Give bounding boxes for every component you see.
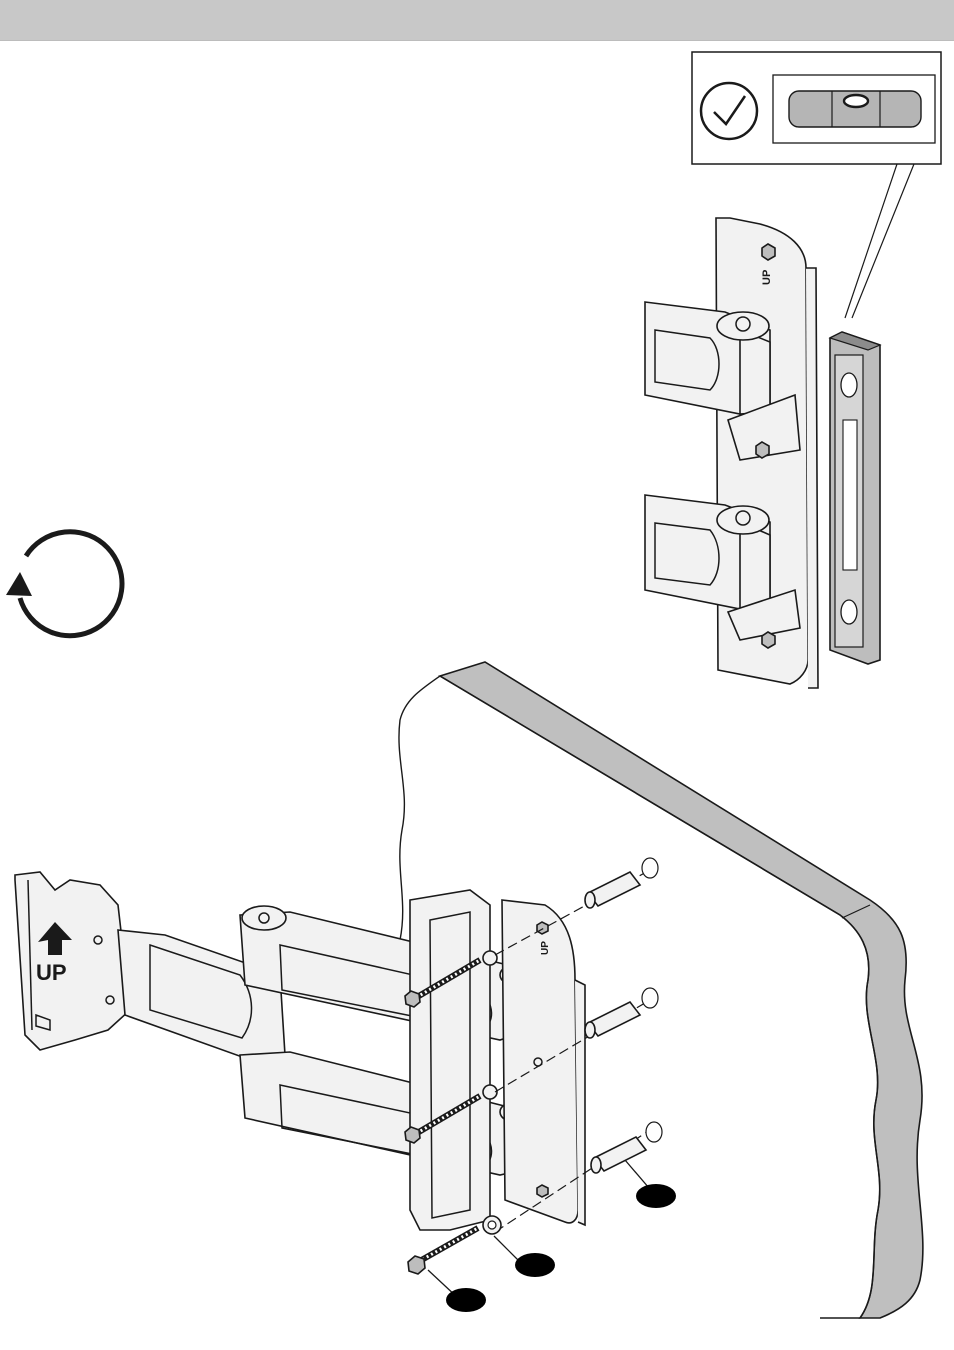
up-label-main: UP — [36, 960, 67, 985]
lag-screw-loose — [408, 1228, 478, 1274]
wall-anchor-middle — [585, 988, 658, 1038]
wall-anchor-top — [585, 858, 658, 908]
tv-mount-assembly: UP UP — [15, 872, 585, 1230]
bubble-level-icon — [789, 91, 921, 127]
up-label-bracket: UP — [540, 941, 551, 955]
wall-plate-level-detail: UP — [645, 218, 880, 688]
callout-washer — [515, 1253, 555, 1277]
rotate-counterclockwise-icon — [6, 532, 122, 636]
callout-screw — [446, 1288, 486, 1312]
wall-anchor-bottom — [591, 1122, 662, 1173]
up-label-detail: UP — [761, 270, 773, 285]
callout-dowel — [636, 1184, 676, 1208]
washer — [483, 1216, 501, 1234]
